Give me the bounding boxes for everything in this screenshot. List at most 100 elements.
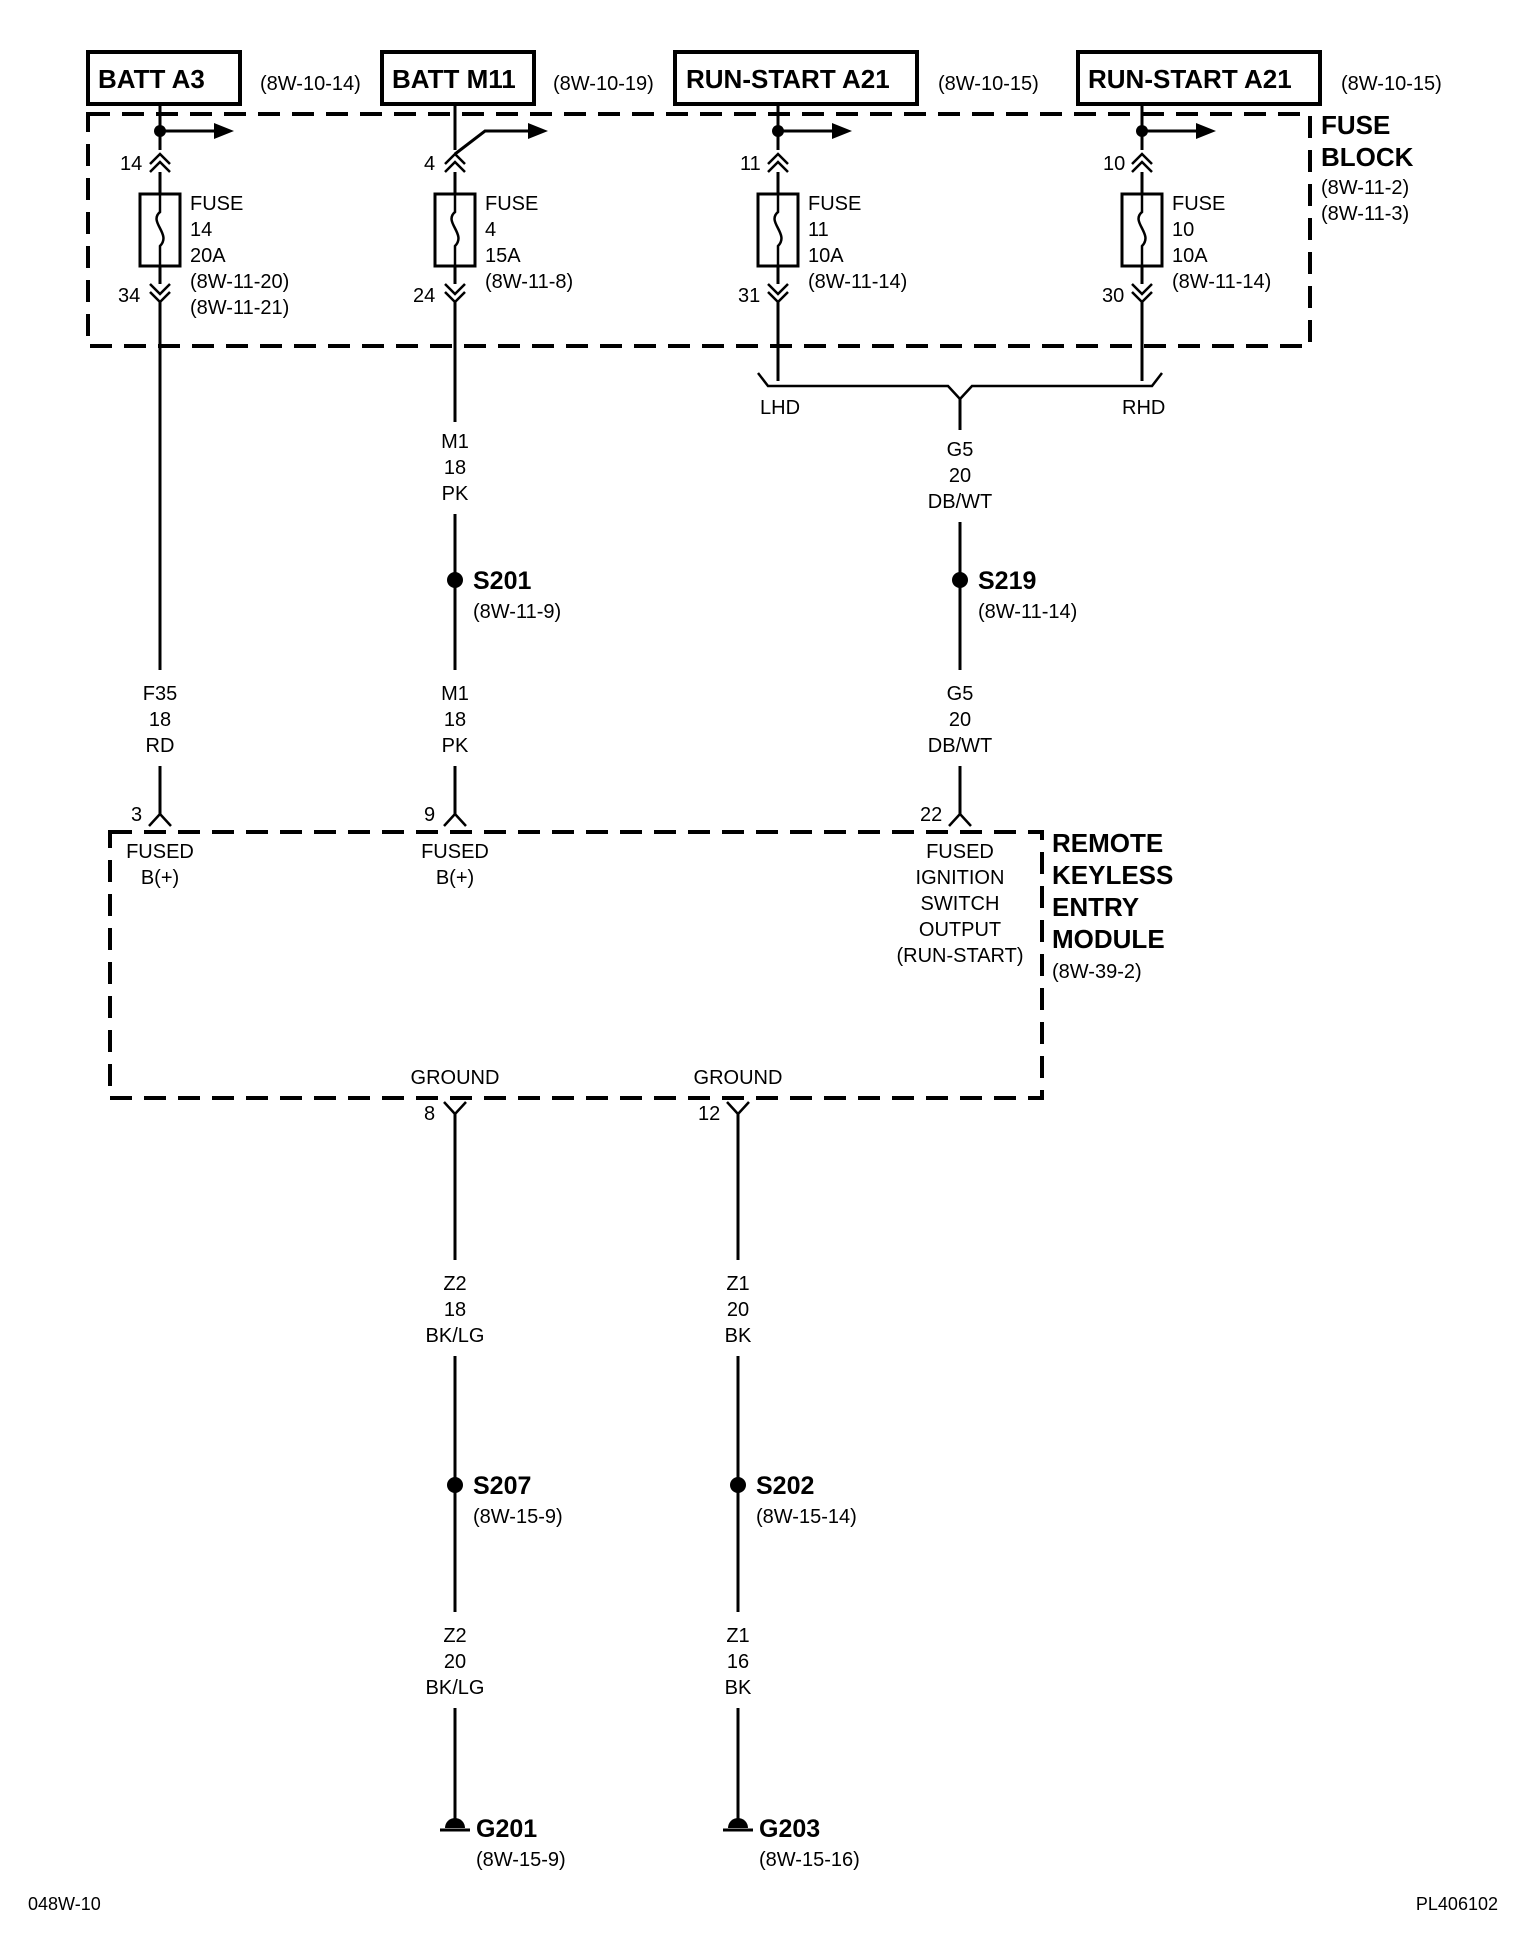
- wire-gauge: 18: [444, 709, 466, 731]
- pin-label: IGNITION: [916, 867, 1005, 889]
- wire-gauge: 20: [444, 1651, 466, 1673]
- fuse-ref1: (8W-11-20): [190, 271, 289, 293]
- source-run-start-a21-rhd: RUN-START A21 (8W-10-15): [1076, 50, 1442, 106]
- splice-name: S219: [978, 567, 1036, 595]
- wire-gauge: 20: [949, 709, 971, 731]
- wire-gauge: 16: [727, 1651, 749, 1673]
- fuse-ref1: (8W-11-8): [485, 271, 573, 293]
- fuse-4: 4 24 FUSE 4 15A (8W-11-8): [413, 104, 573, 307]
- fuse-pin-out: 31: [738, 285, 760, 307]
- wire-circuit: Z2: [443, 1625, 466, 1647]
- pin-label: B(+): [436, 867, 474, 889]
- fuse-10: 10 30 FUSE 10 10A (8W-11-14): [1102, 104, 1271, 307]
- wire-color: PK: [442, 483, 469, 505]
- fuse-pin-out: 24: [413, 285, 435, 307]
- wire-gauge: 18: [149, 709, 171, 731]
- ground-name: G201: [476, 1815, 537, 1843]
- fuse-pin-out: 34: [118, 285, 140, 307]
- source-ref: (8W-10-15): [938, 73, 1039, 95]
- fuse-rating: 15A: [485, 245, 521, 267]
- wire-circuit: Z2: [443, 1273, 466, 1295]
- splice-ref: (8W-11-9): [473, 601, 561, 623]
- ground-icon: [723, 1818, 753, 1832]
- fuse-block-outline: [86, 112, 1312, 348]
- wire-circuit: Z1: [726, 1625, 749, 1647]
- ground-icon: [440, 1818, 470, 1832]
- wire-color: BK/LG: [426, 1677, 485, 1699]
- pin-label: FUSED: [421, 841, 489, 863]
- arrow-right-icon: [214, 123, 234, 139]
- fuse-14: 14 34 FUSE 14 20A (8W-11-20) (8W-11-21): [118, 104, 289, 319]
- wire-g5: G5 20 DB/WT S219 (8W-11-14) G5 20 DB/WT: [928, 399, 1077, 827]
- source-batt-a3: BATT A3 (8W-10-14): [86, 50, 361, 106]
- splice-name: S202: [756, 1472, 814, 1500]
- fuse-pin-in: 4: [424, 153, 435, 175]
- wire-gauge: 20: [949, 465, 971, 487]
- module-ref: (8W-39-2): [1052, 961, 1142, 983]
- fuse-ref1: (8W-11-14): [1172, 271, 1271, 293]
- splice-dot: [730, 1477, 746, 1493]
- source-ref: (8W-10-14): [260, 73, 361, 95]
- ground-ref: (8W-15-9): [476, 1849, 566, 1871]
- pin-label: FUSED: [126, 841, 194, 863]
- fuse-ref2: (8W-11-21): [190, 297, 289, 319]
- fuse-rating: 10A: [1172, 245, 1208, 267]
- pin-number: 9: [424, 804, 435, 826]
- wire-color: DB/WT: [928, 735, 992, 757]
- pin-number: 22: [920, 804, 942, 826]
- wire-m1: M1 18 PK S201 (8W-11-9) M1 18 PK: [441, 302, 561, 827]
- fuse-pin-in: 10: [1103, 153, 1125, 175]
- wire-circuit: G5: [947, 683, 974, 705]
- source-name: RUN-START A21: [686, 64, 890, 94]
- fuse-block-ref2: (8W-11-3): [1321, 203, 1409, 225]
- source-batt-m11: BATT M11 (8W-10-19): [380, 50, 654, 106]
- pin-label: (RUN-START): [896, 945, 1023, 967]
- splice-dot: [952, 572, 968, 588]
- wire-circuit: F35: [143, 683, 177, 705]
- pin-label: GROUND: [694, 1067, 783, 1089]
- ground-ref: (8W-15-16): [759, 1849, 860, 1871]
- wire-circuit: Z1: [726, 1273, 749, 1295]
- splice-ref: (8W-15-14): [756, 1506, 857, 1528]
- fuse-label: FUSE: [808, 193, 861, 215]
- footer-plate-number: PL406102: [1416, 1894, 1498, 1914]
- wire-z2: Z2 18 BK/LG S207 (8W-15-9) Z2 20 BK/LG G…: [426, 1101, 566, 1871]
- splice-name: S201: [473, 567, 531, 595]
- fuse-label: FUSE: [190, 193, 243, 215]
- splice-ref: (8W-11-14): [978, 601, 1077, 623]
- splice-dot: [447, 572, 463, 588]
- source-ref: (8W-10-19): [553, 73, 654, 95]
- lhd-rhd-brace: LHD RHD: [757, 302, 1165, 419]
- source-name: BATT M11: [392, 64, 516, 94]
- wire-circuit: M1: [441, 683, 469, 705]
- pin-number: 12: [698, 1103, 720, 1125]
- fuse-pin-out: 30: [1102, 285, 1124, 307]
- pin-label: B(+): [141, 867, 179, 889]
- fuse-block-ref1: (8W-11-2): [1321, 177, 1409, 199]
- module-title-line2: KEYLESS: [1052, 860, 1173, 890]
- wire-circuit: G5: [947, 439, 974, 461]
- wire-color: PK: [442, 735, 469, 757]
- pin-number: 8: [424, 1103, 435, 1125]
- wire-gauge: 18: [444, 1299, 466, 1321]
- fuse-number: 14: [190, 219, 212, 241]
- fuse-number: 11: [808, 219, 829, 241]
- ground-name: G203: [759, 1815, 820, 1843]
- pin-label: OUTPUT: [919, 919, 1001, 941]
- fuse-block-title-line1: FUSE: [1321, 110, 1390, 140]
- pin-label: FUSED: [926, 841, 994, 863]
- source-name: BATT A3: [98, 64, 205, 94]
- wire-color: BK: [725, 1325, 752, 1347]
- module-title-line3: ENTRY: [1052, 892, 1139, 922]
- fuse-number: 10: [1172, 219, 1194, 241]
- rhd-label: RHD: [1122, 397, 1165, 419]
- module-title-line4: MODULE: [1052, 924, 1165, 954]
- module-title-line1: REMOTE: [1052, 828, 1163, 858]
- fuse-number: 4: [485, 219, 496, 241]
- footer-drawing-number: 048W-10: [28, 1894, 101, 1914]
- wire-f35: F35 18 RD: [143, 302, 177, 827]
- wire-color: BK/LG: [426, 1325, 485, 1347]
- arrow-right-icon: [832, 123, 852, 139]
- pin-label: GROUND: [411, 1067, 500, 1089]
